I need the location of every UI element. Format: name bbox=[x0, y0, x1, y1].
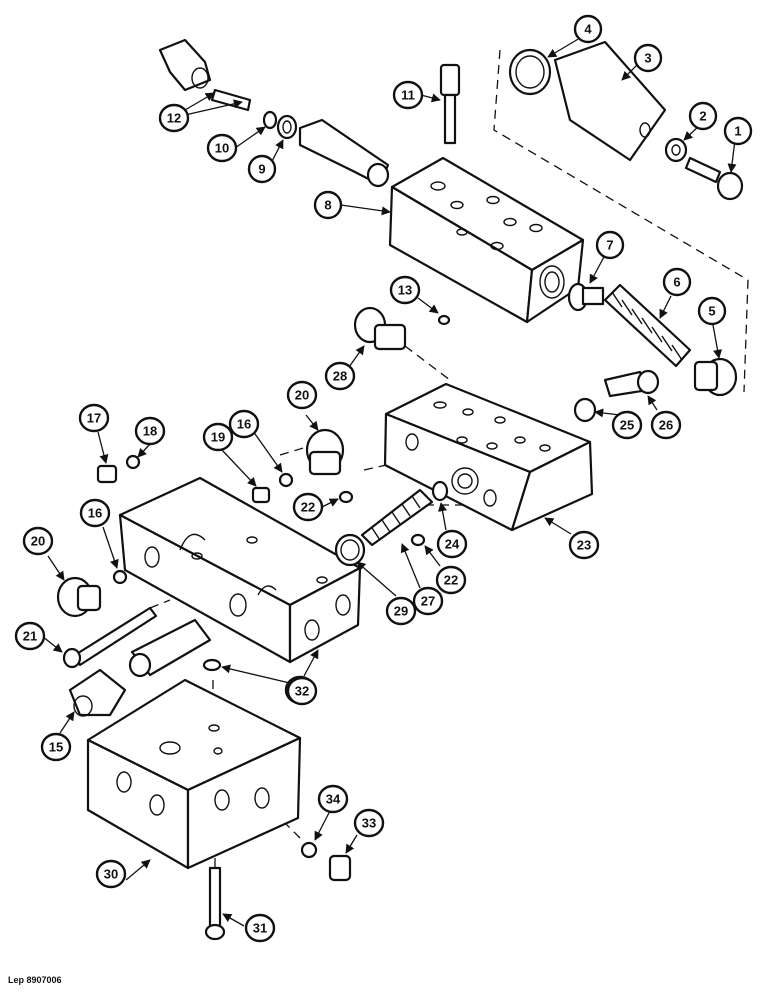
svg-text:15: 15 bbox=[49, 740, 63, 755]
svg-text:27: 27 bbox=[421, 594, 435, 609]
svg-text:25: 25 bbox=[620, 418, 634, 433]
svg-text:20: 20 bbox=[31, 534, 45, 549]
callout-27: 27 bbox=[412, 586, 444, 616]
callout-5: 5 bbox=[697, 296, 727, 326]
svg-text:10: 10 bbox=[215, 141, 229, 156]
svg-text:6: 6 bbox=[673, 275, 680, 290]
callout-22b: 22 bbox=[435, 565, 467, 595]
drawing-reference-label: Lep 8907006 bbox=[8, 975, 62, 985]
svg-text:21: 21 bbox=[23, 629, 37, 644]
svg-text:19: 19 bbox=[211, 430, 225, 445]
svg-text:30: 30 bbox=[104, 867, 118, 882]
callout-34: 34 bbox=[317, 784, 349, 814]
svg-text:1: 1 bbox=[734, 124, 741, 139]
callout-15: 15 bbox=[40, 732, 72, 762]
callout-32: 32 bbox=[286, 676, 318, 706]
callout-13: 13 bbox=[389, 275, 421, 305]
svg-text:3: 3 bbox=[644, 51, 651, 66]
callout-8: 8 bbox=[313, 190, 343, 220]
callout-33: 33 bbox=[353, 808, 385, 838]
svg-text:23: 23 bbox=[577, 538, 591, 553]
callout-9: 9 bbox=[247, 154, 277, 184]
callout-7: 7 bbox=[595, 230, 625, 260]
svg-text:22: 22 bbox=[301, 500, 315, 515]
callout-31: 31 bbox=[244, 913, 276, 943]
svg-text:17: 17 bbox=[87, 411, 101, 426]
callout-26: 26 bbox=[650, 410, 682, 440]
svg-text:18: 18 bbox=[143, 424, 157, 439]
svg-text:13: 13 bbox=[398, 283, 412, 298]
callout-23: 23 bbox=[568, 530, 600, 560]
svg-text:16: 16 bbox=[237, 417, 251, 432]
svg-text:32: 32 bbox=[295, 684, 309, 699]
callout-22a: 22 bbox=[292, 492, 324, 522]
svg-text:7: 7 bbox=[606, 238, 613, 253]
svg-text:5: 5 bbox=[708, 304, 715, 319]
callout-10: 10 bbox=[206, 133, 238, 163]
callout-19: 19 bbox=[202, 422, 234, 452]
middle-valve-block bbox=[383, 382, 594, 532]
svg-text:9: 9 bbox=[258, 162, 265, 177]
callout-1: 1 bbox=[723, 116, 753, 146]
svg-text:16: 16 bbox=[88, 506, 102, 521]
callout-16a: 16 bbox=[228, 409, 260, 439]
callout-20a: 20 bbox=[286, 380, 318, 410]
svg-text:4: 4 bbox=[584, 22, 592, 37]
callout-16b: 16 bbox=[79, 498, 111, 528]
small-parts bbox=[56, 38, 744, 941]
callout-25: 25 bbox=[611, 410, 643, 440]
svg-text:34: 34 bbox=[326, 792, 341, 807]
callout-29: 29 bbox=[385, 596, 417, 626]
callout-2: 2 bbox=[688, 101, 718, 131]
callout-4: 4 bbox=[573, 14, 603, 44]
svg-text:26: 26 bbox=[659, 418, 673, 433]
svg-text:8: 8 bbox=[324, 198, 331, 213]
callout-3: 3 bbox=[633, 43, 663, 73]
svg-text:24: 24 bbox=[445, 537, 460, 552]
callout-17: 17 bbox=[78, 403, 110, 433]
callout-11: 11 bbox=[392, 80, 424, 110]
svg-text:2: 2 bbox=[699, 109, 706, 124]
callout-20b: 20 bbox=[22, 526, 54, 556]
svg-text:31: 31 bbox=[253, 921, 267, 936]
lower-valve-body bbox=[86, 678, 302, 870]
svg-text:12: 12 bbox=[167, 111, 181, 126]
callouts: 1 2 3 4 5 6 7 8 9 10 11 12 13 14 15 16 1… bbox=[14, 14, 753, 943]
svg-text:33: 33 bbox=[362, 816, 376, 831]
callout-6: 6 bbox=[662, 267, 692, 297]
svg-text:20: 20 bbox=[295, 388, 309, 403]
callout-28: 28 bbox=[324, 361, 356, 391]
callout-24: 24 bbox=[436, 529, 468, 559]
svg-text:28: 28 bbox=[333, 369, 347, 384]
svg-text:11: 11 bbox=[401, 88, 415, 103]
callout-18: 18 bbox=[134, 416, 166, 446]
upper-valve-block bbox=[388, 156, 585, 324]
callout-21: 21 bbox=[14, 621, 46, 651]
callout-12: 12 bbox=[158, 103, 190, 133]
callout-30: 30 bbox=[95, 859, 127, 889]
svg-text:22: 22 bbox=[444, 573, 458, 588]
svg-text:29: 29 bbox=[394, 604, 408, 619]
